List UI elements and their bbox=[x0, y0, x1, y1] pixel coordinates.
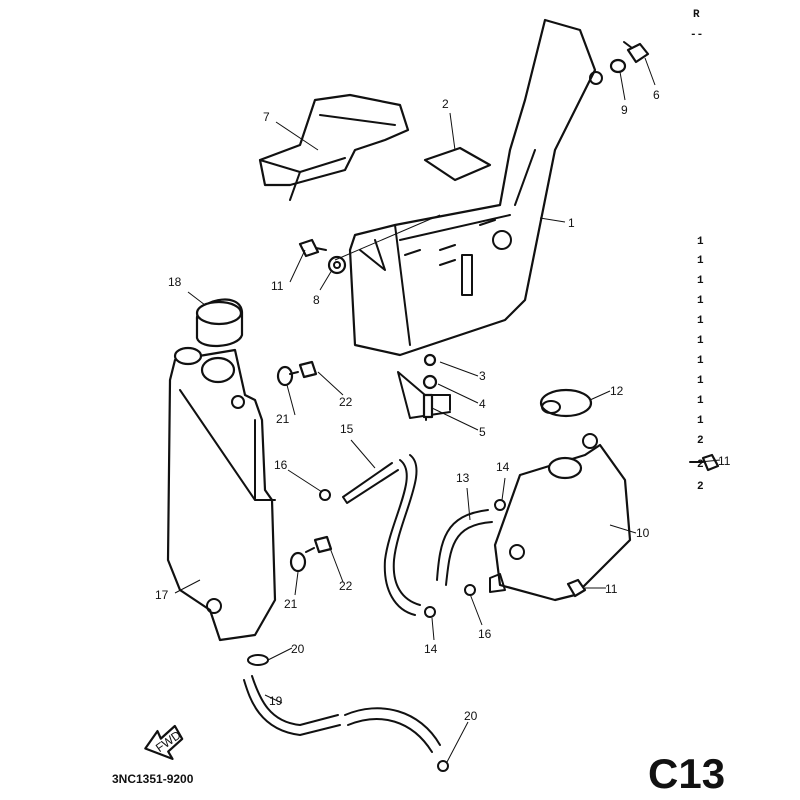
callout-17: 17 bbox=[155, 588, 169, 602]
callout-13: 13 bbox=[456, 471, 470, 485]
callout-21-lower: 21 bbox=[284, 597, 298, 611]
callout-16: 16 bbox=[274, 458, 288, 472]
grommet-part-21-bottom bbox=[289, 551, 307, 573]
callout-11-lower: 11 bbox=[605, 582, 618, 596]
callout-20: 20 bbox=[291, 642, 305, 656]
hose-part-19 bbox=[243, 675, 441, 753]
page-id: C13 bbox=[648, 750, 725, 797]
qty-item: 1 bbox=[697, 236, 704, 248]
callout-3: 3 bbox=[479, 369, 486, 383]
nut-part-8 bbox=[327, 255, 347, 275]
leader-lines bbox=[174, 57, 721, 763]
reserve-tank-part-10 bbox=[489, 433, 632, 602]
reserve-tank-part-17 bbox=[166, 346, 277, 642]
part-code: 3NC1351-9200 bbox=[112, 772, 194, 786]
fwd-arrow-icon: FWD bbox=[144, 724, 184, 761]
callout-11: 11 bbox=[271, 279, 284, 293]
fastener-parts-3-4-5 bbox=[397, 353, 451, 421]
qty-item: 2 bbox=[697, 459, 704, 471]
callout-9: 9 bbox=[621, 103, 628, 117]
grommet-part-21-top bbox=[276, 365, 294, 387]
callout-21: 21 bbox=[276, 412, 290, 426]
qty-item: 1 bbox=[697, 295, 704, 307]
bracket-part-1 bbox=[348, 18, 603, 357]
callout-8: 8 bbox=[313, 293, 320, 307]
callout-15: 15 bbox=[340, 422, 354, 436]
cover-part-7 bbox=[258, 93, 410, 201]
radiator-cap-part-18 bbox=[195, 298, 244, 348]
callout-12: 12 bbox=[610, 384, 624, 398]
qty-item: 2 bbox=[697, 481, 704, 493]
callout-10: 10 bbox=[636, 526, 650, 540]
callout-14: 14 bbox=[496, 460, 510, 474]
callout-6: 6 bbox=[653, 88, 660, 102]
pad-part-2 bbox=[423, 146, 492, 182]
callout-4: 4 bbox=[479, 397, 486, 411]
callout-14-lower: 14 bbox=[424, 642, 438, 656]
hose-part-14-main bbox=[383, 454, 421, 616]
callout-22: 22 bbox=[339, 395, 353, 409]
qty-column: 1 1 1 1 1 1 1 1 1 1 2 2 2 bbox=[697, 236, 704, 493]
qty-item: 1 bbox=[697, 315, 704, 327]
bolt-part-11 bbox=[298, 238, 327, 258]
qty-item: 1 bbox=[697, 275, 704, 287]
bolt-part-6 bbox=[623, 41, 650, 64]
bolt-part-11-right bbox=[689, 453, 720, 472]
cap-part-12 bbox=[539, 388, 593, 418]
bolt-part-22-bottom bbox=[305, 535, 333, 554]
qty-item: 2 bbox=[697, 435, 704, 447]
hose-part-13 bbox=[436, 509, 493, 586]
hose-part-15 bbox=[342, 462, 399, 504]
callout-18: 18 bbox=[168, 275, 182, 289]
header-dash: -- bbox=[690, 29, 703, 41]
qty-item: 1 bbox=[697, 375, 704, 387]
callout-7: 7 bbox=[263, 110, 270, 124]
clamps-16-14-20 bbox=[247, 489, 506, 772]
qty-item: 1 bbox=[697, 395, 704, 407]
callout-1: 1 bbox=[568, 216, 575, 230]
bolt-part-11-lower bbox=[566, 578, 587, 598]
callout-11-right: 11 bbox=[718, 454, 731, 468]
callout-20-lower: 20 bbox=[464, 709, 478, 723]
callout-2: 2 bbox=[442, 97, 449, 111]
qty-item: 1 bbox=[697, 355, 704, 367]
callout-5: 5 bbox=[479, 425, 486, 439]
header-letter: R bbox=[693, 9, 700, 21]
washer-part-9 bbox=[609, 58, 627, 74]
qty-item: 1 bbox=[697, 255, 704, 267]
callout-16-lower: 16 bbox=[478, 627, 492, 641]
qty-item: 1 bbox=[697, 335, 704, 347]
bolt-part-22-top bbox=[289, 360, 318, 379]
qty-item: 1 bbox=[697, 415, 704, 427]
callout-22-lower: 22 bbox=[339, 579, 353, 593]
callout-19: 19 bbox=[269, 694, 283, 708]
